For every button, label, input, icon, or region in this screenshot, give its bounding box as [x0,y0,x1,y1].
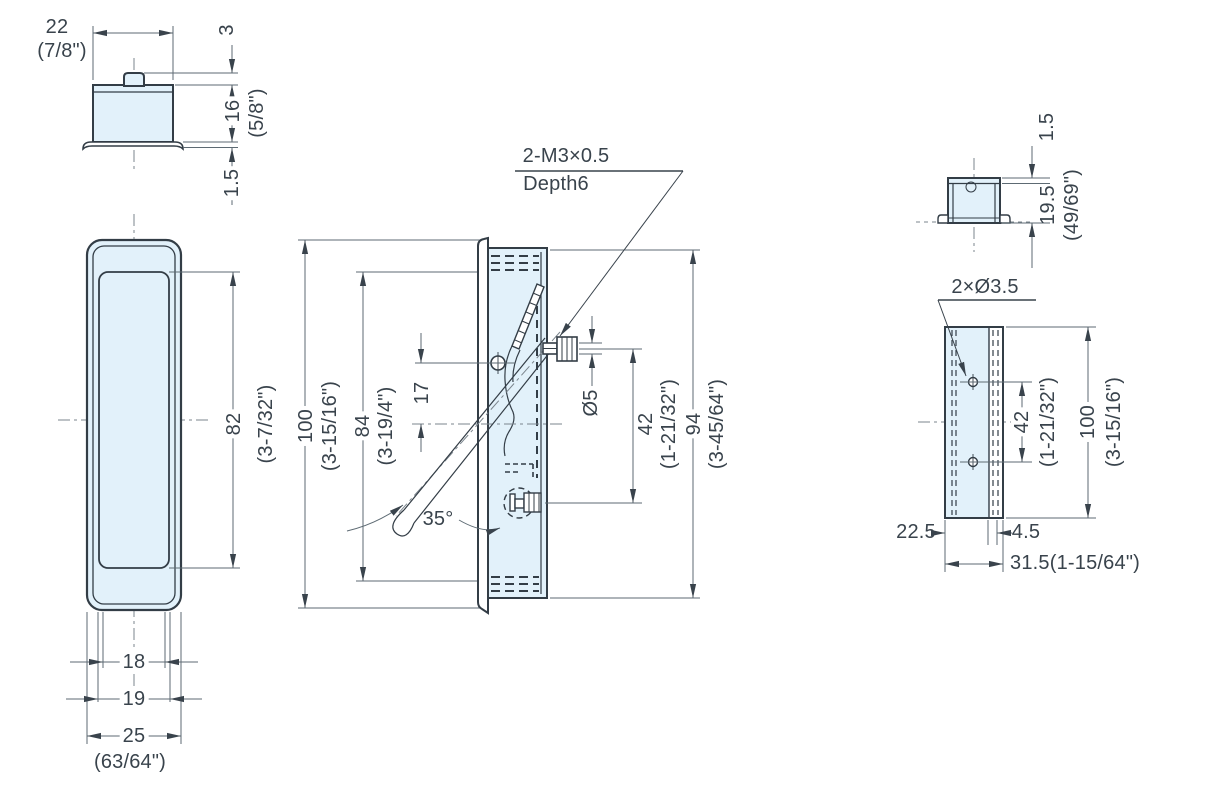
dim-rear-hole-pitch-mm: 42 [1011,407,1033,437]
dim-rear-top-depth-in: (49/69") [1061,168,1083,242]
dim-rear-height-in: (3-15/16") [1103,376,1125,468]
dim-front-recess-width: 18 [119,651,149,673]
dim-front-recess-height-mm: 82 [223,409,245,439]
dim-rear-top-depth-mm: 19.5 [1037,185,1059,225]
callout-thread: 2-M3×0.5 [522,145,610,167]
dim-cap-width-in: (7/8") [37,40,87,62]
dim-side-screw-pitch-mm: 42 [635,412,657,436]
rear-view [918,299,1096,572]
dim-front-recess-height-in: (3-7/32") [255,384,277,464]
dim-side-case-height-in: (3-19/4") [375,386,397,466]
dim-cap-body-height-mm: 16 [222,96,244,126]
front-view [58,214,240,744]
dim-front-overall-width-in: (63/64") [93,751,167,773]
dim-rear-offset-left: 22.5 [896,521,936,543]
dim-side-mount-height-mm: 94 [683,409,705,439]
dim-rear-height-mm: 100 [1077,402,1099,442]
dim-front-body-width: 19 [119,688,149,710]
dim-rear-offset-right: 4.5 [1011,521,1041,543]
dim-side-overall-height-in: (3-15/16") [319,380,341,472]
dim-side-case-height-mm: 84 [352,411,374,441]
cap-top-view [82,26,238,205]
dim-rear-hole-pitch-in: (1-21/32") [1037,376,1059,468]
dim-cap-flange-thickness: 1.5 [221,165,243,201]
callout-rear-holes: 2×Ø3.5 [951,276,1019,298]
dim-cap-knob-height: 3 [216,24,238,36]
dim-front-overall-width-mm: 25 [119,725,149,747]
dim-side-overall-height-mm: 100 [295,406,317,446]
dim-cap-width-mm: 22 [45,16,69,38]
dim-side-boss-diameter: Ø5 [580,389,602,417]
dim-rear-overall-width: 31.5(1-15/64") [1010,552,1140,574]
dim-side-pivot-offset: 17 [411,378,433,408]
rear-top-view [916,146,1050,268]
dim-side-screw-pitch-in: (1-21/32") [658,378,680,470]
dim-cap-body-height-in: (5/8") [246,88,268,138]
callout-thread-depth: Depth6 [523,173,589,195]
dim-rear-top-lip: 1.5 [1036,112,1058,142]
dim-side-open-angle: 35° [422,508,454,530]
side-section-view [298,170,700,615]
dim-side-mount-height-in: (3-45/64") [706,378,728,470]
